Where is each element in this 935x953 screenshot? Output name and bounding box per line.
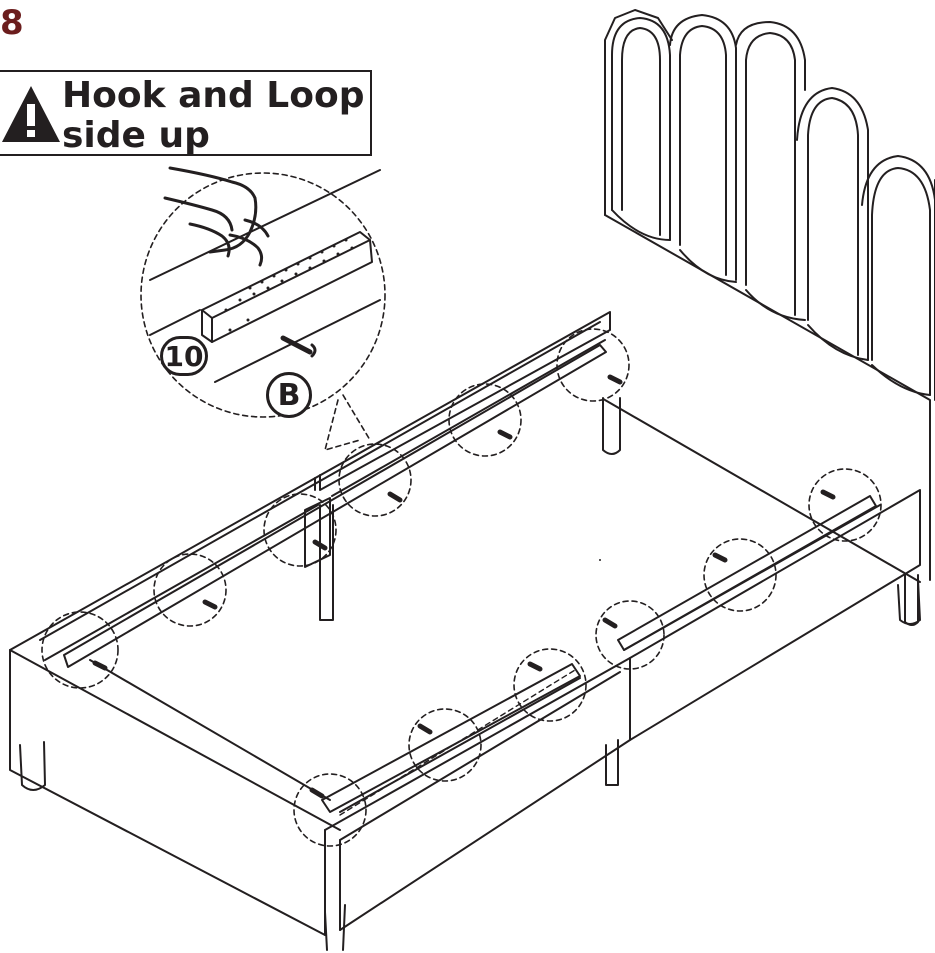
head-leg bbox=[602, 397, 919, 626]
warning-line-2: side up bbox=[62, 115, 210, 156]
front-legs bbox=[19, 579, 921, 951]
screw-detail-circles bbox=[41, 172, 882, 847]
slat-ledges bbox=[63, 344, 921, 813]
screws bbox=[92, 335, 836, 799]
step-number: 8 bbox=[0, 3, 24, 43]
left-side-rail bbox=[9, 311, 611, 936]
warning-text: Hook and Loop side up bbox=[62, 76, 364, 156]
hook-and-loop-texture bbox=[224, 238, 354, 332]
warning-triangle-icon bbox=[2, 86, 60, 142]
warning-box: Hook and Loop side up bbox=[0, 70, 372, 156]
foot-board bbox=[324, 489, 921, 936]
pointing-hand bbox=[163, 166, 270, 267]
quantity-callout: 10 bbox=[160, 336, 208, 376]
warning-line-1: Hook and Loop bbox=[62, 75, 365, 116]
part-letter-callout: B bbox=[266, 372, 312, 418]
detail-slat bbox=[149, 169, 381, 383]
headboard bbox=[604, 9, 935, 581]
